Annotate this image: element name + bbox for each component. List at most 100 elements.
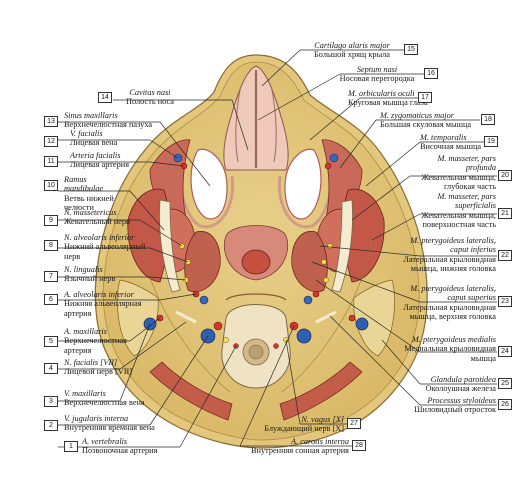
label-latin: Cavitas nasi (129, 88, 171, 97)
label-russian: Височная мышца (420, 142, 482, 152)
label-russian: Большая скуловая мышца (380, 120, 472, 130)
maxillary-sinus-left (190, 148, 228, 220)
label-a-maxillaris: A. maxillaris Верхнечелюстная артерия (64, 327, 144, 355)
label-latin: Processus styloideus (427, 396, 496, 405)
label-russian: Нижний альвеолярный нерв (64, 242, 146, 261)
label-russian: Околоушная железа (425, 384, 496, 394)
label-m-orbicularis-oculi: M. orbicularis oculi Круговая мышца глаз… (348, 89, 428, 108)
label-russian: Полость носа (126, 97, 174, 107)
label-m-zygomaticus-major: M. zygomaticus major Большая скуловая мы… (380, 111, 471, 130)
jugular-vein-right (296, 328, 312, 344)
label-russian: Жевательная мышца, глубокая часть (421, 172, 496, 192)
pterygoid-right (291, 231, 328, 292)
label-russian: Жевательная мышца, поверхностная часть (421, 210, 496, 230)
label-latin: M. pterygoideus lateralis, caput superiu… (410, 284, 496, 303)
carotid-left (213, 321, 223, 331)
label-russian: Ветвь нижней челюсти (64, 193, 114, 213)
label-latin: N. lingualis (64, 265, 103, 274)
label-n-vagus: N. vagus [X] Блуждающий нерв [X] (256, 415, 344, 434)
mandible-ramus-left (159, 199, 181, 293)
label-latin: V. maxillaris (64, 389, 106, 398)
label-latin: M. orbicularis oculi (348, 89, 415, 98)
facial-vein-right (329, 153, 339, 163)
label-sinus-maxillaris: Sinus maxillaris Верхнечелюстная пазуха (64, 111, 152, 130)
label-m-masseter-profunda: M. masseter, pars profunda Жевательная м… (406, 154, 496, 192)
label-a-vertebralis: A. vertebralis Позвоночная артерия (82, 437, 157, 456)
label-cartilago-alaris-major: Cartilago alaris major Большой хрящ крыл… (300, 41, 404, 60)
maxillary-sinus-right (284, 148, 322, 220)
label-latin: A. alveolaris inferior (64, 290, 134, 299)
label-v-jugularis-interna: V. jugularis interna Внутренняя яремная … (64, 414, 155, 433)
label-latin: M. masseter, pars profunda (437, 154, 496, 173)
label-number: 21 (498, 208, 512, 219)
label-latin: N. facialis [VII] (64, 358, 118, 367)
label-number: 8 (44, 240, 58, 251)
label-number: 28 (352, 440, 366, 451)
label-number: 1 (64, 441, 78, 452)
label-number: 17 (418, 92, 432, 103)
label-number: 23 (498, 296, 512, 307)
label-number: 25 (498, 378, 512, 389)
label-number: 26 (498, 399, 512, 410)
label-number: 15 (404, 44, 418, 55)
label-russian: Позвоночная артерия (82, 446, 158, 456)
label-russian: Большой хрящ крыла (314, 50, 390, 60)
label-latin: N. massetericus (64, 208, 117, 217)
label-v-facialis: V. facialis Лицевая вена (70, 129, 117, 148)
label-m-pterygoideus-lat-sup: M. pterygoideus lateralis, caput superiu… (396, 284, 496, 322)
label-latin: M. temporalis (420, 133, 467, 142)
label-n-facialis: N. facialis [VII] Лицевой нерв [VII] (64, 358, 132, 377)
label-russian: Верхнечелюстная артерия (64, 336, 127, 355)
label-latin: Glandula parotidea (430, 375, 496, 384)
label-number: 19 (484, 136, 498, 147)
parotid-left (116, 279, 159, 357)
label-russian: Латеральная крыловидная мышца, нижняя го… (403, 254, 496, 274)
mandible-ramus-right (331, 199, 353, 293)
label-latin: Ramus mandibulae (64, 175, 104, 194)
label-latin: A. carotis interna (291, 437, 349, 446)
label-number: 27 (347, 418, 361, 429)
parotid-right (353, 279, 396, 357)
label-russian: Жевательный нерв (64, 217, 130, 227)
label-latin: Arteria facialis (70, 151, 121, 160)
label-latin: A. vertebralis (82, 437, 128, 446)
label-russian: Круговая мышца глаза (348, 98, 428, 108)
label-m-masseter-superficialis: M. masseter, pars superficialis Жеватель… (396, 192, 496, 230)
label-ramus-mandibulae: Ramus mandibulae Ветвь нижней челюсти (64, 175, 126, 213)
label-number: 18 (481, 114, 495, 125)
label-number: 24 (498, 346, 512, 357)
label-latin: M. pterygoideus lateralis, caput inferiu… (410, 236, 496, 255)
label-latin: M. zygomaticus major (380, 111, 454, 120)
label-number: 6 (44, 294, 58, 305)
label-a-carotis-interna: A. carotis interna Внутренняя сонная арт… (236, 437, 349, 456)
label-n-lingualis: N. lingualis Язычный нерв (64, 265, 115, 284)
label-russian: Верхнечелюстная вена (64, 398, 145, 408)
label-n-massetericus: N. massetericus Жевательный нерв (64, 208, 130, 227)
label-number: 12 (44, 136, 58, 147)
maxillary-vein-right (355, 317, 369, 331)
facial-artery-right (324, 162, 332, 170)
label-number: 2 (44, 420, 58, 431)
label-latin: M. pterygoideus medialis (411, 335, 496, 344)
label-arteria-facialis: Arteria facialis Лицевая артерия (70, 151, 129, 170)
label-russian: Верхнечелюстная пазуха (64, 120, 153, 130)
label-number: 3 (44, 396, 58, 407)
label-latin: M. masseter, pars superficialis (437, 192, 496, 211)
label-russian: Лицевая вена (70, 138, 118, 148)
label-number: 20 (498, 170, 512, 181)
label-number: 22 (498, 250, 512, 261)
label-latin: V. jugularis interna (64, 414, 129, 423)
label-m-temporalis: M. temporalis Височная мышца (420, 133, 481, 152)
label-russian: Носовая перегородка (339, 74, 415, 84)
label-processus-styloideus: Processus styloideus Шиловидный отросток (396, 396, 496, 415)
label-russian: Нижняя альвеолярная артерия (64, 299, 142, 318)
label-latin: V. facialis (70, 129, 103, 138)
label-number: 9 (44, 215, 58, 226)
label-russian: Шиловидный отросток (414, 405, 496, 415)
label-russian: Блуждающий нерв [X] (264, 424, 344, 434)
label-russian: Медиальная крыловидная мышца (404, 344, 496, 363)
label-latin: Cartilago alaris major (314, 41, 390, 50)
label-latin: Sinus maxillaris (64, 111, 118, 120)
